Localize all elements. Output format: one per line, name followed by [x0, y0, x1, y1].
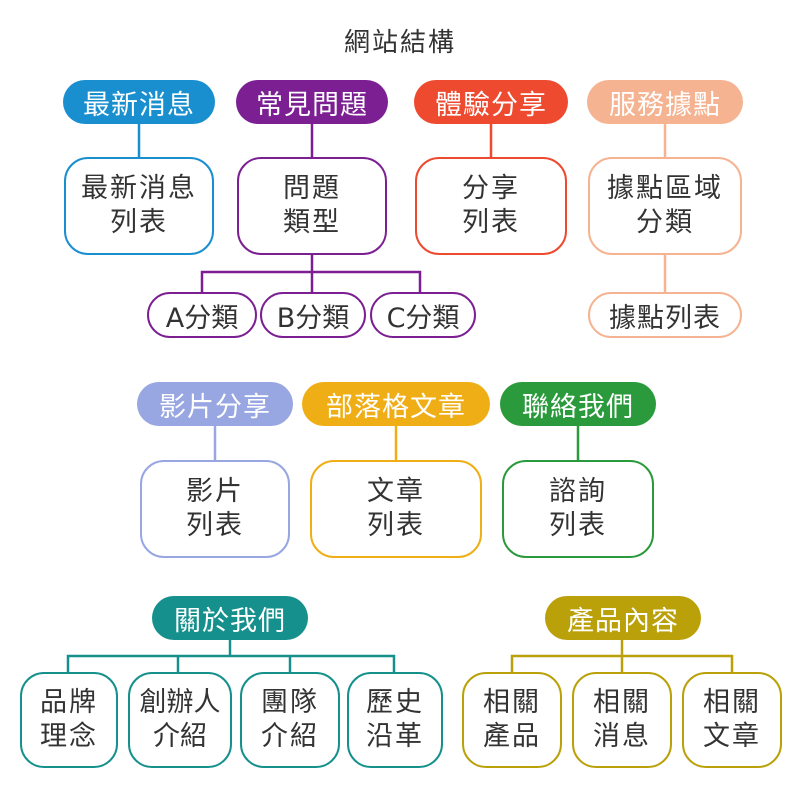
points-list-node[interactable]: 據點列表 [588, 292, 742, 338]
about-brand-node[interactable]: 品牌 理念 [20, 672, 118, 768]
blog-list-node[interactable]: 文章 列表 [310, 460, 482, 558]
about-history-node[interactable]: 歷史 沿革 [347, 672, 443, 768]
video-list-node[interactable]: 影片 列表 [140, 460, 290, 558]
section-contact[interactable]: 聯絡我們 [500, 382, 656, 426]
faq-sub-a[interactable]: A分類 [147, 292, 257, 338]
section-points[interactable]: 服務據點 [587, 80, 743, 124]
product-related-products[interactable]: 相關 產品 [462, 672, 562, 768]
product-related-news[interactable]: 相關 消息 [572, 672, 672, 768]
contact-list-node[interactable]: 諮詢 列表 [502, 460, 654, 558]
faq-sub-c[interactable]: C分類 [370, 292, 476, 338]
about-founder-node[interactable]: 創辦人 介紹 [128, 672, 232, 768]
section-blog[interactable]: 部落格文章 [302, 382, 490, 426]
diagram-title: 網站結構 [343, 28, 456, 58]
about-team-node[interactable]: 團隊 介紹 [240, 672, 340, 768]
section-news[interactable]: 最新消息 [63, 80, 215, 124]
share-list-node[interactable]: 分享 列表 [415, 157, 567, 255]
faq-sub-b[interactable]: B分類 [260, 292, 366, 338]
connector-about-branch [66, 654, 396, 672]
section-share[interactable]: 體驗分享 [414, 80, 568, 124]
product-related-articles[interactable]: 相關 文章 [682, 672, 782, 768]
section-about[interactable]: 關於我們 [152, 596, 308, 640]
section-product[interactable]: 產品內容 [545, 596, 701, 640]
section-video[interactable]: 影片分享 [137, 382, 293, 426]
points-region-node[interactable]: 據點區域 分類 [588, 157, 742, 255]
faq-type-node[interactable]: 問題 類型 [237, 157, 387, 255]
news-list-node[interactable]: 最新消息 列表 [64, 157, 214, 255]
section-faq[interactable]: 常見問題 [236, 80, 388, 124]
